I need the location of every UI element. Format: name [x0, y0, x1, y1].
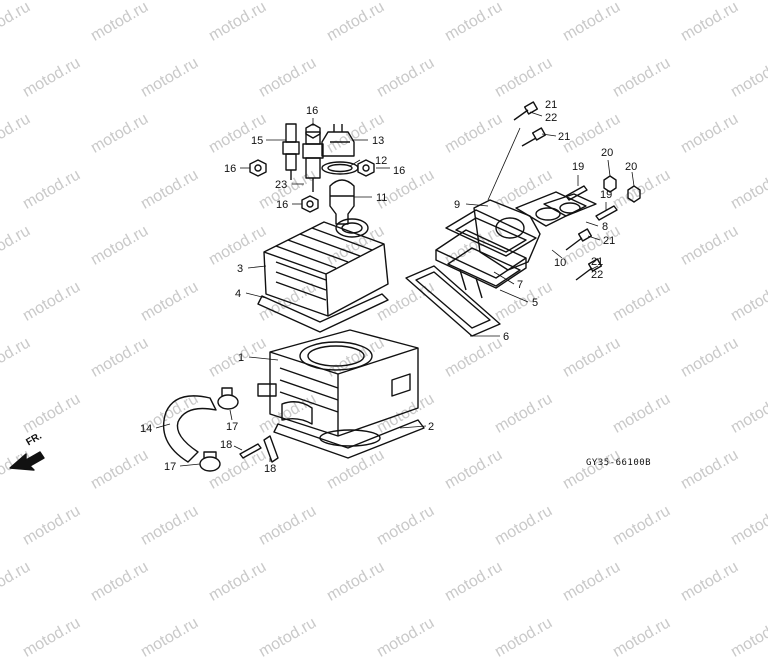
reed-valve-icon — [435, 229, 527, 299]
callout-16: 16 — [224, 163, 236, 175]
watermark-text: motod.ru — [492, 614, 556, 661]
watermark-text: motod.ru — [138, 614, 202, 661]
watermark-text: motod.ru — [728, 614, 768, 661]
callout-4: 4 — [235, 288, 241, 300]
callout-11: 11 — [376, 192, 387, 204]
cylinder-head-icon — [263, 218, 389, 317]
stud-icon — [565, 185, 588, 201]
bolt-icon — [513, 101, 539, 121]
callout-19: 19 — [572, 161, 584, 173]
cap-icon — [321, 124, 355, 157]
hose-icon — [162, 395, 217, 463]
nut-icon — [357, 159, 375, 177]
stud-icon — [595, 205, 618, 221]
nut-icon — [249, 159, 267, 177]
watermark-text: motod.ru — [374, 614, 438, 661]
callout-23: 23 — [275, 179, 287, 191]
callout-15: 15 — [251, 135, 263, 147]
callout-17: 17 — [164, 461, 176, 473]
temperature-sensor-icon — [302, 131, 324, 192]
callout-21: 21 — [558, 131, 570, 143]
bolt-icon — [521, 127, 547, 147]
callout-2: 2 — [428, 421, 434, 433]
watermark-text: motod.ru — [256, 614, 320, 661]
reed-gasket-icon — [405, 265, 501, 337]
callout-21: 21 — [591, 256, 603, 268]
cylinder-icon — [257, 329, 419, 437]
diagram-code: GY35-66100B — [586, 458, 652, 468]
callout-18: 18 — [264, 463, 276, 475]
callout-10: 10 — [554, 257, 566, 269]
leader-lines — [155, 111, 635, 467]
callout-16: 16 — [306, 105, 318, 117]
callout-3: 3 — [237, 263, 243, 275]
o-ring-icon — [321, 161, 359, 175]
nut-icon — [305, 123, 321, 139]
watermark-text: motod.ru — [20, 614, 84, 661]
spark-plug-icon — [282, 123, 300, 180]
watermark-text: motod.ru — [610, 614, 674, 661]
callout-16: 16 — [393, 165, 405, 177]
callout-9: 9 — [454, 199, 460, 211]
bolt-icon — [565, 228, 593, 251]
callout-20: 20 — [625, 161, 637, 173]
callout-22: 22 — [591, 269, 603, 281]
callout-20: 20 — [601, 147, 613, 159]
diagram-drawing: 1 2 3 4 5 6 7 8 9 10 11 12 13 14 15 16 1… — [9, 99, 641, 475]
callout-17: 17 — [226, 421, 238, 433]
callout-22: 22 — [545, 112, 557, 124]
valve-icon — [329, 179, 355, 225]
callout-14: 14 — [140, 423, 152, 435]
bolt-icon — [575, 258, 603, 281]
callout-21: 21 — [545, 99, 557, 111]
callout-labels: 1 2 3 4 5 6 7 8 9 10 11 12 13 14 15 16 1… — [140, 99, 637, 475]
base-gasket-icon — [273, 419, 425, 459]
clamp-icon — [199, 451, 221, 472]
callout-13: 13 — [372, 135, 384, 147]
callout-7: 7 — [517, 279, 523, 291]
stud-icon — [239, 443, 262, 459]
callout-21: 21 — [603, 235, 615, 247]
callout-19: 19 — [600, 189, 612, 201]
head-gasket-icon — [257, 293, 389, 333]
callout-16: 16 — [276, 199, 288, 211]
flange-gasket-icon — [543, 193, 597, 217]
callout-18: 18 — [220, 439, 232, 451]
front-arrow-icon — [9, 451, 45, 471]
clamp-icon — [217, 387, 239, 410]
callout-8: 8 — [602, 221, 608, 233]
callout-6: 6 — [503, 331, 509, 343]
callout-5: 5 — [532, 297, 538, 309]
intake-manifold-icon — [473, 191, 587, 271]
stud-icon — [263, 435, 279, 463]
nut-icon — [627, 185, 641, 203]
reed-gasket-icon — [445, 209, 537, 257]
callout-1: 1 — [238, 352, 244, 364]
nut-icon — [301, 195, 319, 213]
callout-12: 12 — [375, 155, 387, 167]
